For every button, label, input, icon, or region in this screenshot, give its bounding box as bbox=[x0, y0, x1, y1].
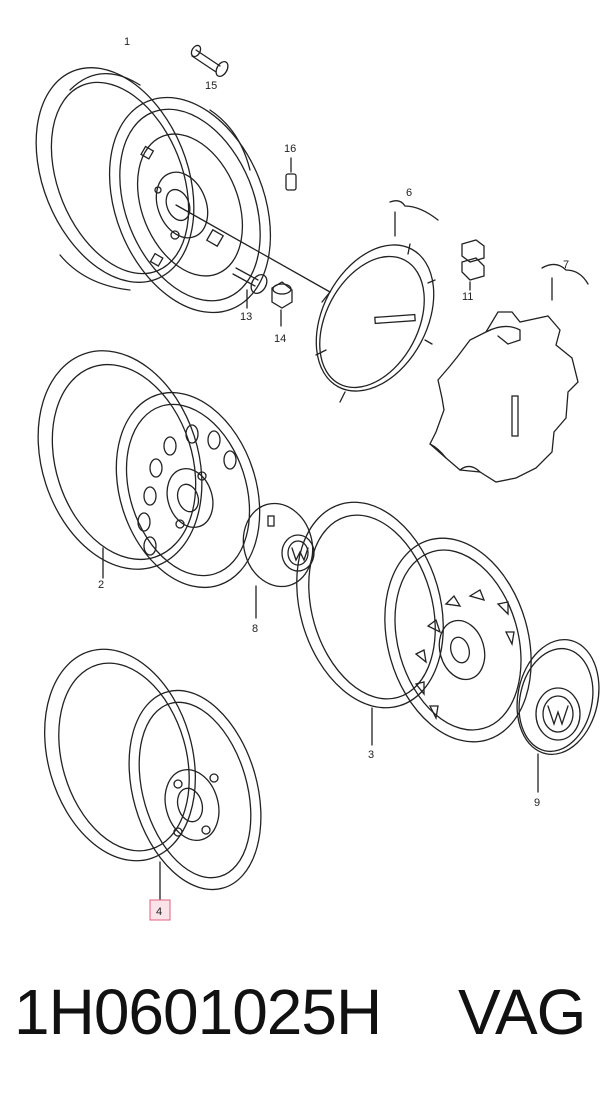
hub-cover-7 bbox=[429, 263, 589, 483]
bolt-15 bbox=[190, 44, 229, 78]
nut-14 bbox=[271, 281, 293, 327]
clip-11 bbox=[461, 239, 485, 291]
caption: 1H0601025H VAG bbox=[0, 975, 600, 1065]
callout-14: 14 bbox=[274, 333, 286, 345]
exploded-wheel-diagram: 1 15 16 6 7 11 13 14 2 8 3 9 4 bbox=[35, 36, 600, 921]
callout-7: 7 bbox=[563, 259, 569, 271]
trim-ring-6 bbox=[315, 200, 439, 403]
callout-8: 8 bbox=[252, 623, 258, 635]
part-number: 1H0601025H bbox=[14, 976, 382, 1048]
callout-4: 4 bbox=[156, 906, 162, 918]
callout-2: 2 bbox=[98, 579, 104, 591]
callout-9: 9 bbox=[534, 797, 540, 809]
wheel-4 bbox=[44, 648, 262, 901]
callout-11: 11 bbox=[462, 291, 473, 303]
wheel-1 bbox=[35, 67, 331, 314]
hub-cap-8 bbox=[242, 502, 315, 619]
callout-13: 13 bbox=[240, 311, 252, 323]
hub-cap-9 bbox=[516, 639, 600, 793]
wheel-2 bbox=[37, 350, 261, 589]
wheel-3 bbox=[296, 501, 532, 746]
highlight-box-4 bbox=[149, 899, 171, 921]
callout-16: 16 bbox=[284, 143, 296, 155]
bolt-13 bbox=[232, 267, 268, 309]
callout-3: 3 bbox=[368, 749, 374, 761]
pin-16 bbox=[285, 157, 297, 191]
callout-1: 1 bbox=[124, 36, 130, 48]
callout-15: 15 bbox=[205, 80, 217, 92]
brand-label: VAG bbox=[458, 976, 586, 1048]
callout-6: 6 bbox=[406, 187, 412, 199]
